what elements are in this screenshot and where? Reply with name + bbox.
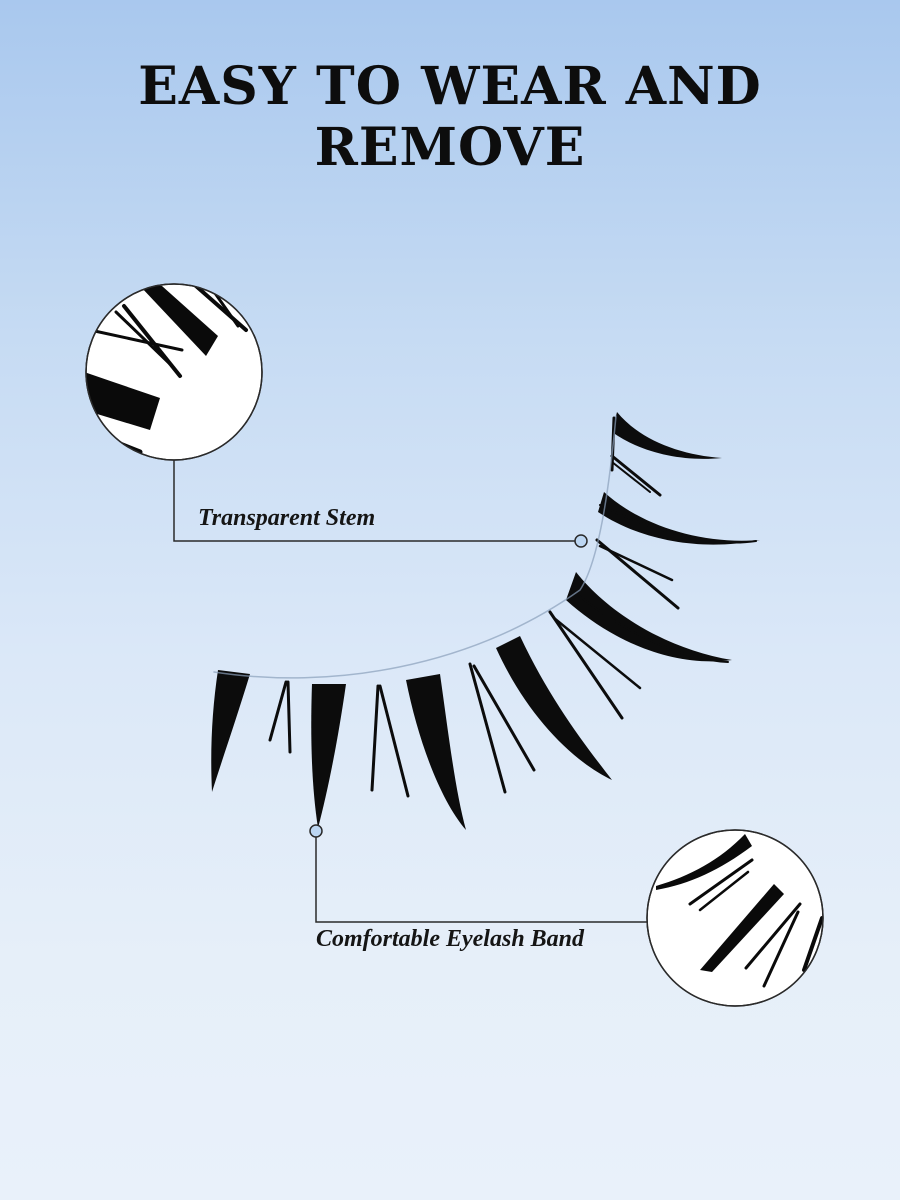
headline: EASY TO WEAR AND REMOVE: [138, 56, 762, 178]
band-zoom-circle: [646, 829, 824, 1007]
lash-cluster-11: [311, 684, 346, 828]
eyelash-band: [213, 415, 617, 679]
stem-zoom-circle: [85, 283, 263, 461]
stem-leader-line: [173, 460, 588, 548]
band-marker: [309, 824, 323, 838]
lash-cluster-13: [211, 670, 250, 792]
lash-cluster-6: [548, 610, 642, 720]
band-callout-label: Comfortable Eyelash Band: [316, 926, 585, 952]
lash-cluster-8: [468, 662, 536, 794]
stem-callout-label: Transparent Stem: [198, 505, 376, 531]
lash-cluster-5: [566, 572, 732, 663]
lash-cluster-4: [595, 538, 680, 610]
lash-cluster-3: [598, 492, 760, 545]
eyelash-strip: [211, 412, 760, 830]
lash-cluster-2: [610, 454, 662, 497]
lash-cluster-7: [496, 636, 612, 780]
lash-cluster-12: [268, 680, 292, 754]
stem-marker: [574, 534, 588, 548]
lash-cluster-10: [370, 684, 410, 798]
band-leader-line: [309, 824, 647, 923]
lash-cluster-9: [406, 674, 466, 830]
lash-cluster-1: [610, 412, 722, 472]
